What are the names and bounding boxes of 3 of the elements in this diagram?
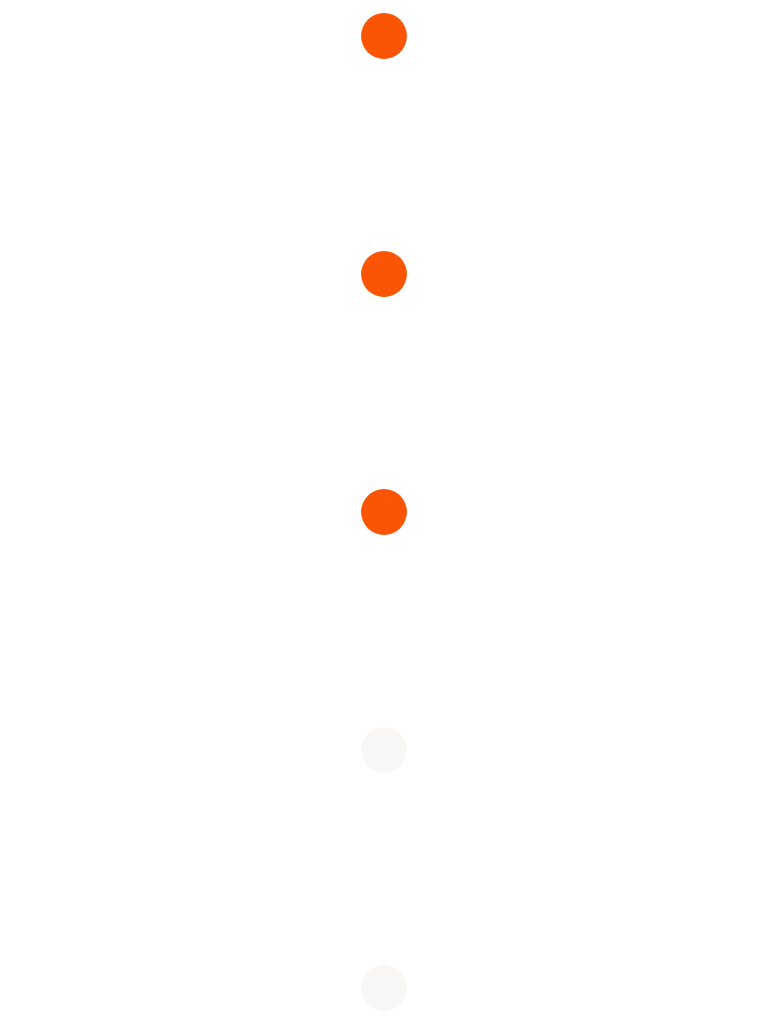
node-circle (361, 13, 407, 59)
node-circle (361, 489, 407, 535)
node-circle (361, 251, 407, 297)
